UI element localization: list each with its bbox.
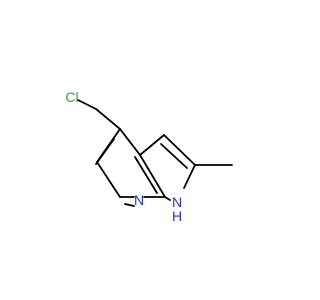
bond-n1-c7a — [164, 196, 171, 201]
pyrrole-nitrogen-label: N — [172, 194, 182, 210]
bond-c7a-c3a — [139, 154, 166, 198]
bonds — [77, 99, 233, 207]
atom-labels: Cl N N H — [65, 89, 182, 224]
bond-ch2-c4 — [95, 108, 121, 130]
bond-c4-c5-double — [95, 138, 115, 165]
pyrrole-hydrogen-label: H — [172, 208, 182, 224]
bond-c3-c2 — [163, 134, 196, 166]
chlorine-label: Cl — [65, 89, 78, 105]
bond-cl-ch2 — [77, 99, 97, 110]
bond-c7a-c3a-double — [134, 156, 158, 194]
bond-c3a-c4 — [119, 128, 141, 156]
bond-c3-c2-double — [160, 143, 188, 169]
bond-c2-n1 — [183, 164, 196, 189]
pyridine-nitrogen-label: N — [134, 192, 144, 208]
molecule-structure: Cl N N H — [65, 89, 233, 224]
bond-c6-n7-double — [124, 203, 135, 207]
bond-c5-c6 — [96, 161, 121, 198]
bond-c3a-c3 — [139, 134, 165, 156]
